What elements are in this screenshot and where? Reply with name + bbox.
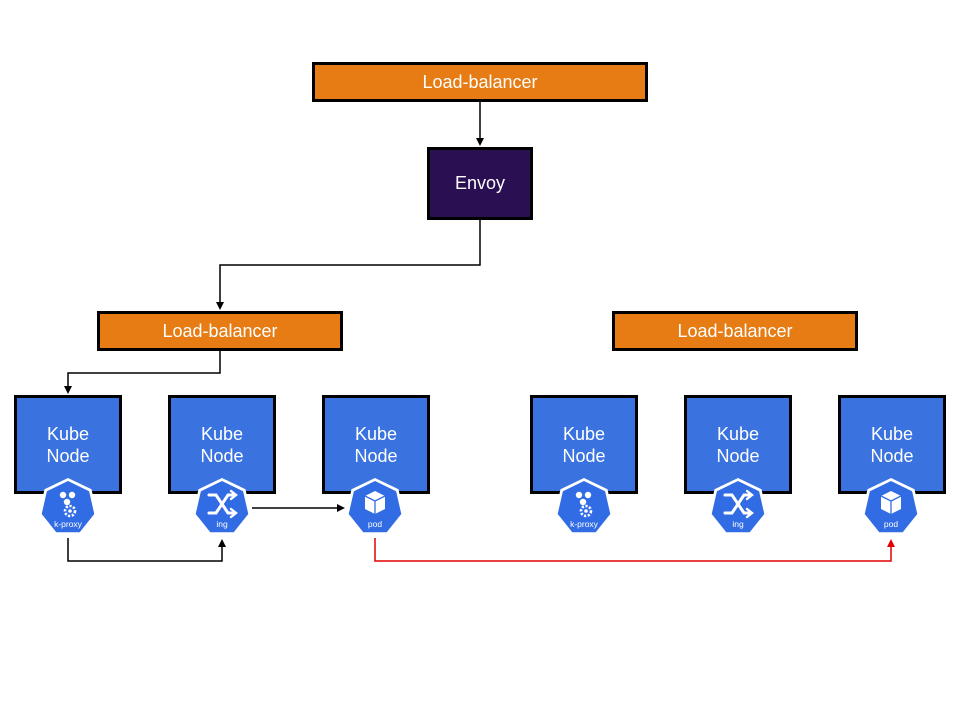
envoy-proxy: Envoy — [427, 147, 533, 220]
envoy-label: Envoy — [454, 173, 506, 193]
top-load-balancer: Load-balancer — [312, 62, 648, 102]
cluster-2-kube-node-1: Kube Node — [530, 395, 638, 494]
connector-pod-to-pod-highlight — [374, 538, 895, 562]
ingress-icon — [723, 489, 754, 519]
cluster-1-kube-node-2: Kube Node — [168, 395, 276, 494]
badge-label: pod — [884, 519, 898, 529]
kube-node-label: Kube Node — [562, 423, 606, 466]
kube-node-label: Kube Node — [46, 423, 90, 466]
kube-proxy-badge: k-proxy — [554, 478, 614, 535]
connector-lb-to-node — [64, 351, 221, 394]
badge-label: ing — [732, 519, 744, 529]
connector-kproxy-to-ingress — [67, 538, 226, 562]
cluster-1-load-balancer-label: Load-balancer — [162, 320, 278, 341]
ingress-badge: ing — [708, 478, 768, 535]
kube-proxy-icon — [575, 491, 593, 518]
top-load-balancer-label: Load-balancer — [422, 71, 538, 92]
cluster-1-load-balancer: Load-balancer — [97, 311, 343, 351]
badge-label: k-proxy — [54, 519, 83, 529]
kube-node-label: Kube Node — [200, 423, 244, 466]
pod-badge: pod — [861, 478, 921, 535]
cluster-1-kube-node-3: Kube Node — [322, 395, 430, 494]
badge-label: k-proxy — [570, 519, 599, 529]
kube-node-label: Kube Node — [354, 423, 398, 466]
ingress-icon — [207, 489, 238, 519]
cluster-2-load-balancer: Load-balancer — [612, 311, 858, 351]
pod-icon — [364, 491, 386, 514]
kube-proxy-icon — [59, 491, 77, 518]
badge-label: pod — [368, 519, 382, 529]
cluster-2-kube-node-2: Kube Node — [684, 395, 792, 494]
ingress-badge: ing — [192, 478, 252, 535]
kube-node-label: Kube Node — [870, 423, 914, 466]
pod-badge: pod — [345, 478, 405, 535]
pod-icon — [880, 491, 902, 514]
cluster-2-load-balancer-label: Load-balancer — [677, 320, 793, 341]
cluster-1-kube-node-1: Kube Node — [14, 395, 122, 494]
kube-node-label: Kube Node — [716, 423, 760, 466]
connector-envoy-to-cluster-lb — [216, 220, 481, 310]
badge-label: ing — [216, 519, 228, 529]
cluster-2-kube-node-3: Kube Node — [838, 395, 946, 494]
kube-proxy-badge: k-proxy — [38, 478, 98, 535]
